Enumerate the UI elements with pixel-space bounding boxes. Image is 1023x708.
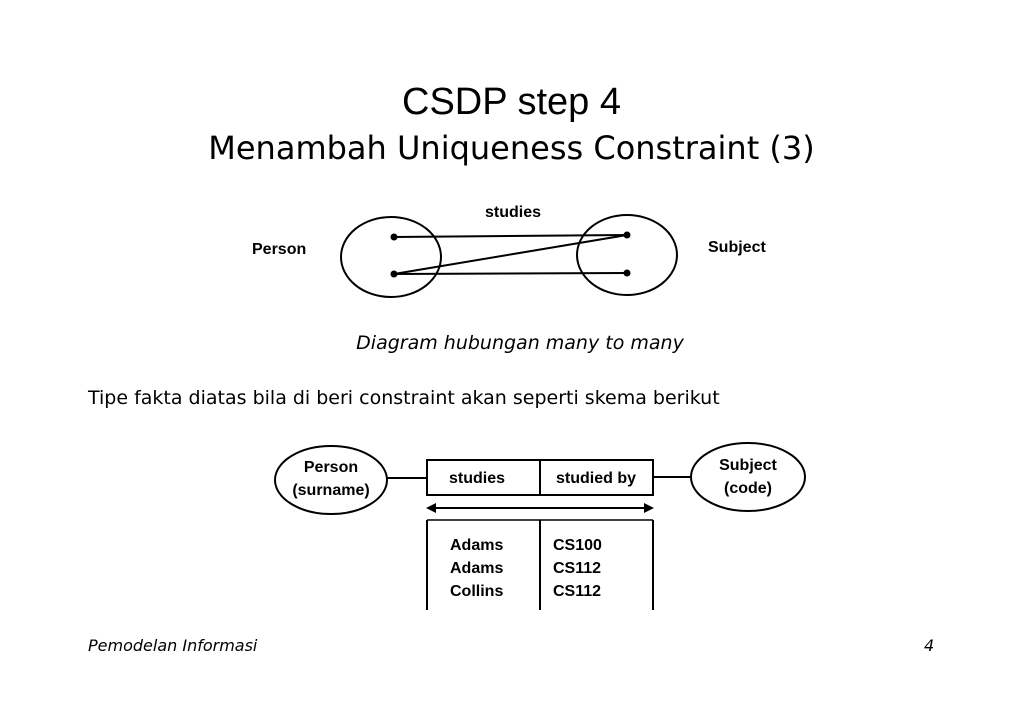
- entity-subject-name: Subject: [719, 457, 777, 474]
- uniqueness-arrow-right: [644, 503, 654, 513]
- population-cell: CS112: [553, 560, 601, 577]
- mapping-line: [393, 234, 628, 275]
- slide-subtitle: Menambah Uniqueness Constraint (3): [208, 129, 815, 167]
- set-label-person: Person: [252, 241, 306, 258]
- body-text: Tipe fakta diatas bila di beri constrain…: [88, 387, 720, 409]
- entity-person: [274, 445, 388, 515]
- population-cell: Adams: [450, 560, 503, 577]
- fact-type-schema: Person (surname) Subject (code) studies …: [274, 442, 806, 610]
- element-dot: [623, 269, 631, 277]
- population-cell: CS112: [553, 583, 601, 600]
- set-subject-ellipse: [576, 214, 678, 296]
- set-person-ellipse: [340, 216, 442, 298]
- entity-subject: [690, 442, 806, 512]
- entity-person-refmode: (surname): [292, 482, 369, 499]
- relation-label-studies: studies: [485, 204, 541, 221]
- population-cell: CS100: [553, 537, 602, 554]
- footer-course-name: Pemodelan Informasi: [88, 636, 258, 655]
- page-number: 4: [924, 636, 935, 655]
- element-dot: [390, 270, 398, 278]
- population-cell: Adams: [450, 537, 503, 554]
- mapping-line: [393, 234, 628, 238]
- entity-subject-refmode: (code): [724, 480, 772, 497]
- slide-title: CSDP step 4: [402, 81, 621, 123]
- mapping-line: [393, 272, 628, 275]
- diagram-caption: Diagram hubungan many to many: [356, 332, 684, 354]
- element-dot: [623, 231, 631, 239]
- set-label-subject: Subject: [708, 239, 766, 256]
- element-dot: [390, 233, 398, 241]
- many-to-many-diagram: Person Subject studies: [252, 204, 766, 298]
- population-cell: Collins: [450, 583, 503, 600]
- role-label-studies: studies: [449, 470, 505, 487]
- entity-person-name: Person: [304, 459, 358, 476]
- uniqueness-arrow-left: [426, 503, 436, 513]
- role-label-studied-by: studied by: [556, 470, 636, 487]
